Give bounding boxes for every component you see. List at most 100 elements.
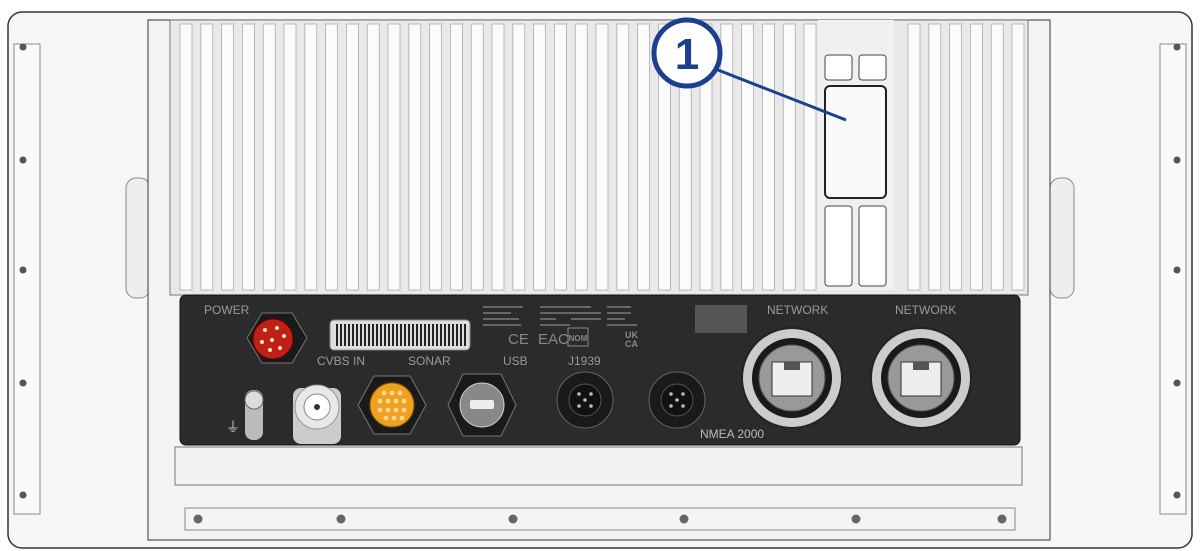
grille-bar [368, 324, 370, 346]
fin [512, 23, 526, 291]
grille-bar [448, 324, 450, 346]
fin [533, 23, 546, 291]
screw [19, 156, 27, 164]
fin [574, 23, 588, 291]
slot [858, 54, 887, 81]
grille-bar [344, 324, 346, 346]
label-usb: USB [503, 354, 528, 368]
pin [377, 398, 383, 404]
ukca-mark: UK [625, 330, 638, 340]
screw [1173, 491, 1181, 499]
ukca-mark-2: CA [625, 339, 638, 349]
grille-bar [360, 324, 362, 346]
ground-icon: ⏚ [226, 419, 240, 435]
pin [401, 398, 407, 404]
grille-bar [436, 324, 438, 346]
screw [193, 514, 203, 524]
grille-bar [380, 324, 382, 346]
fin [554, 23, 567, 291]
grille-bars [336, 324, 466, 346]
grille-bar [356, 324, 358, 346]
right-mount-knob [1049, 177, 1075, 299]
grille-bar [388, 324, 390, 346]
fin [907, 23, 921, 291]
fin [637, 23, 650, 291]
bottom-plate [174, 446, 1023, 486]
grille-bar [376, 324, 378, 346]
bottom-screws [193, 514, 1007, 524]
pin [391, 415, 397, 421]
label-network-1: NETWORK [767, 303, 828, 317]
sonar-connector[interactable] [369, 382, 415, 428]
fin [200, 23, 214, 291]
network-port-2[interactable] [870, 327, 972, 429]
screw [19, 491, 27, 499]
fin [741, 23, 754, 291]
screw [1173, 43, 1181, 51]
callout-badge [651, 17, 723, 89]
screw [19, 266, 27, 274]
grille-bar [444, 324, 446, 346]
pin [399, 415, 405, 421]
screw [508, 514, 518, 524]
network-port-1[interactable] [741, 327, 843, 429]
fin [429, 23, 443, 291]
fin [970, 23, 983, 291]
pin [383, 415, 389, 421]
slot [858, 205, 887, 287]
grille-bar [424, 324, 426, 346]
eac-mark: EAC [538, 331, 569, 348]
right-flange [1159, 43, 1187, 515]
side-screws [19, 43, 1181, 499]
grille-bar [396, 324, 398, 346]
screw [679, 514, 689, 524]
slot [824, 205, 853, 287]
fin [408, 23, 422, 291]
fin [595, 23, 609, 291]
grille-bar [428, 324, 430, 346]
grille-bar [348, 324, 350, 346]
label-power: POWER [204, 303, 250, 317]
grille-bar [456, 324, 458, 346]
fin [616, 23, 630, 291]
label-cvbs-in: CVBS IN [317, 354, 365, 368]
fin [658, 23, 671, 291]
mounting-bracket [824, 85, 887, 199]
fin [387, 23, 401, 291]
bottom-rail [184, 507, 1016, 531]
left-mount-knob [125, 177, 151, 299]
screw [19, 43, 27, 51]
fin [949, 23, 962, 291]
grille-bar [408, 324, 410, 346]
grille-bar [440, 324, 442, 346]
screw [19, 379, 27, 387]
regulatory-text [483, 306, 637, 326]
fin [366, 23, 380, 291]
power-pins [260, 326, 286, 352]
fin [241, 23, 255, 291]
grille-bar [432, 324, 434, 346]
pin [393, 398, 399, 404]
nom-mark-text: NOM [569, 334, 588, 343]
grille-bar [340, 324, 342, 346]
fin [262, 23, 276, 291]
grille-bar [412, 324, 414, 346]
callout-leader-line [717, 68, 847, 122]
grille-bar [336, 324, 338, 346]
fin [283, 23, 297, 291]
sonar-pins [377, 390, 407, 421]
fin [345, 23, 359, 291]
fin [325, 23, 339, 291]
fin [179, 23, 193, 291]
fin [470, 23, 484, 291]
slot [824, 54, 853, 81]
fin [221, 23, 235, 291]
grille-bar [392, 324, 394, 346]
fin [762, 23, 775, 291]
fin [782, 23, 796, 291]
fin [928, 23, 942, 291]
pin [377, 407, 383, 413]
cvbs-pin [314, 404, 320, 410]
heatsink-fins [179, 23, 1025, 291]
pin [393, 407, 399, 413]
